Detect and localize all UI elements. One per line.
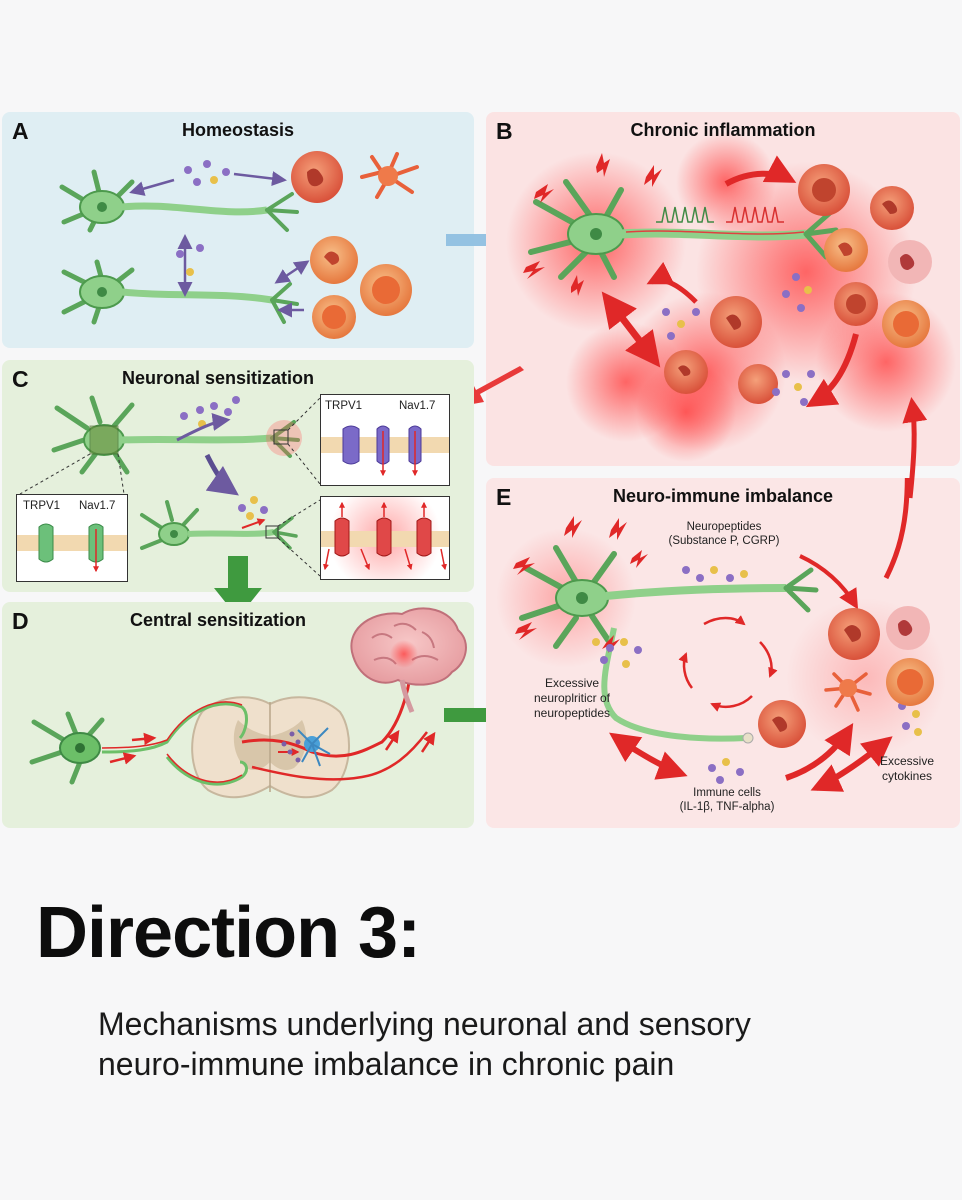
inflamed-neuron: [528, 179, 839, 280]
panel-central-sensitization: D Central sensitization: [2, 602, 474, 828]
trpv1-label: TRPV1: [325, 400, 363, 412]
panel-letter: D: [12, 608, 29, 634]
panel-homeostasis: A Homeostasis: [2, 112, 474, 348]
pain-bolts: [513, 516, 648, 653]
panel-title: Chronic inflammation: [630, 120, 816, 140]
neuron: [29, 711, 105, 785]
cytokines-label: Excessive cytokines: [862, 754, 952, 784]
central-sensitization-illustration: [29, 607, 467, 799]
feedback-loop-arrows: [678, 615, 778, 712]
panel-letter: C: [12, 366, 29, 392]
neuronal-sensitization-illustration: [19, 395, 321, 577]
panel-letter: B: [496, 118, 513, 144]
action-potentials: [726, 206, 784, 223]
chronic-inflammation-illustration: [506, 132, 956, 462]
panel-title: Homeostasis: [181, 120, 295, 140]
spinal-cord: [191, 696, 350, 799]
immune-cells-text: Immune cells: [693, 787, 761, 799]
panel-title: Central sensitization: [129, 610, 307, 630]
neuron: [519, 545, 819, 744]
neuron: [61, 259, 299, 325]
microglia: [281, 727, 331, 767]
imbalance-arrows: [609, 554, 893, 792]
cytokine-dots: [662, 273, 815, 406]
panel-letter: A: [12, 118, 29, 144]
immune-cells-label: Immune cells (IL-1β, TNF-alpha): [662, 786, 792, 815]
nav17-label: Nav1.7: [79, 500, 116, 512]
neuropeptides-sub: (Substance P, CGRP): [668, 535, 780, 548]
panel-neuronal-sensitization: C Neuronal sensitization: [2, 360, 474, 592]
page-heading: Direction 3:: [36, 893, 421, 973]
cytokine-dots: [176, 160, 230, 276]
arrow-e-to-b: [883, 478, 910, 580]
immune-cells-sub: (IL-1β, TNF-alpha): [679, 801, 775, 814]
panel-title: Neuro-immune imbalance: [612, 486, 834, 506]
arrow-e-up-to-b: [902, 397, 928, 499]
neuron: [51, 395, 302, 475]
neuron: [140, 500, 298, 550]
neuropeptides-text: Neuropeptides: [686, 521, 762, 533]
immune-cells: [291, 151, 419, 339]
neuron: [59, 169, 299, 233]
cytokines-line2: cytokines: [881, 769, 933, 783]
subtitle-line2: neuro-immune imbalance in chronic pain: [98, 1046, 675, 1082]
neuropeptides-label: Neuropeptides (Substance P, CGRP): [644, 520, 804, 549]
inset-channels-activated: [320, 496, 450, 580]
brain: [350, 607, 467, 713]
page-subtitle: Mechanisms underlying neuronal and senso…: [98, 1004, 938, 1084]
panel-letter: E: [496, 484, 512, 510]
immune-cells: [758, 606, 934, 748]
action-potentials: [656, 206, 714, 223]
panel-neuro-immune-imbalance: E Neuro-immune imbalance: [486, 478, 960, 828]
subtitle-line1: Mechanisms underlying neuronal and senso…: [98, 1006, 751, 1042]
panel-title: Neuronal sensitization: [121, 368, 315, 388]
excessive-release-line2: neuroplriticr of: [533, 691, 611, 705]
excessive-release-label: Excessive neuroplriticr of neuropeptides: [512, 676, 632, 721]
cytokines-line1: Excessive: [879, 754, 935, 768]
inset-channels-left: TRPV1 Nav1.7: [16, 494, 128, 582]
inflammation-arrows: [601, 155, 859, 408]
neuro-immune-illustration: [496, 478, 946, 792]
pain-bolts: [523, 153, 662, 296]
nav17-label: Nav1.7: [399, 400, 436, 412]
trpv1-label: TRPV1: [23, 500, 61, 512]
excessive-release-line3: neuropeptides: [533, 706, 611, 720]
neuropeptide-dots: [592, 566, 922, 784]
immune-cells: [664, 164, 932, 404]
homeostasis-illustration: [59, 151, 419, 339]
excessive-release-line1: Excessive: [544, 676, 600, 690]
panel-chronic-inflammation: B Chronic inflammation: [486, 112, 960, 466]
inset-channels-top: TRPV1 Nav1.7: [320, 394, 450, 486]
